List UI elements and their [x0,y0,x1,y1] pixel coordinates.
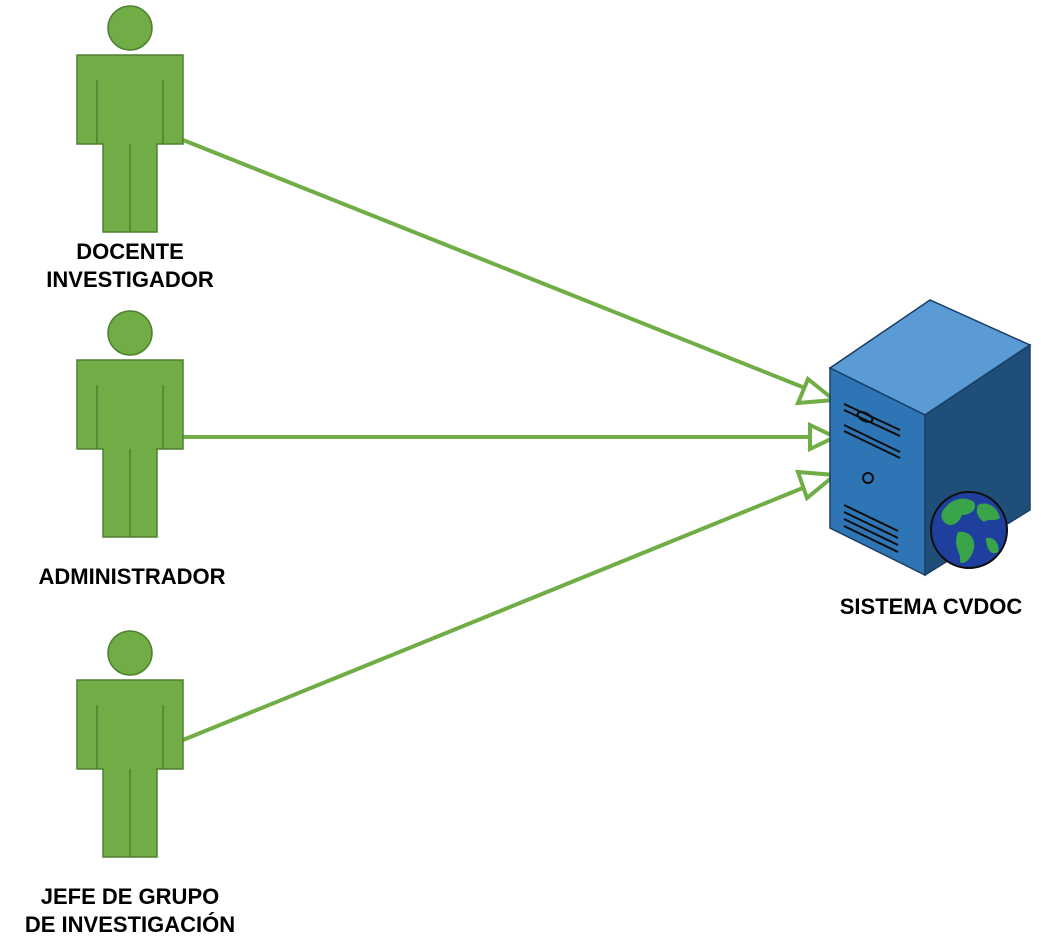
connector-jefe [182,481,816,742]
actor-docente-investigador [76,5,184,233]
actor-icon [76,310,184,538]
actor-icon [76,630,184,858]
connector-docente-arrowhead [794,375,840,406]
globe-icon [930,491,1008,569]
actor-label-line: INVESTIGADOR [46,267,214,292]
actor-administrador [76,310,184,538]
connector-administrador-arrowhead [808,421,840,453]
actor-jefe-de-grupo [76,630,184,858]
actor-label-line: ADMINISTRADOR [38,564,226,589]
actor-label-line: DE INVESTIGACIÓN [24,912,236,937]
connectors [182,138,841,742]
actor-label-administrador: ADMINISTRADOR [39,563,226,591]
actor-label-line: JEFE DE GRUPO [40,884,220,909]
connector-docente [182,138,816,394]
connector-jefe-arrowhead [795,469,841,502]
actor-label-jefe-de-grupo: JEFE DE GRUPO DE INVESTIGACIÓN [25,883,235,939]
actor-label-line: DOCENTE [76,239,184,264]
actor-label-docente-investigador: DOCENTE INVESTIGADOR [46,238,213,294]
web-server-icon [828,299,1032,577]
actor-icon [76,5,184,233]
system-label: SISTEMA CVDOC [839,594,1023,619]
